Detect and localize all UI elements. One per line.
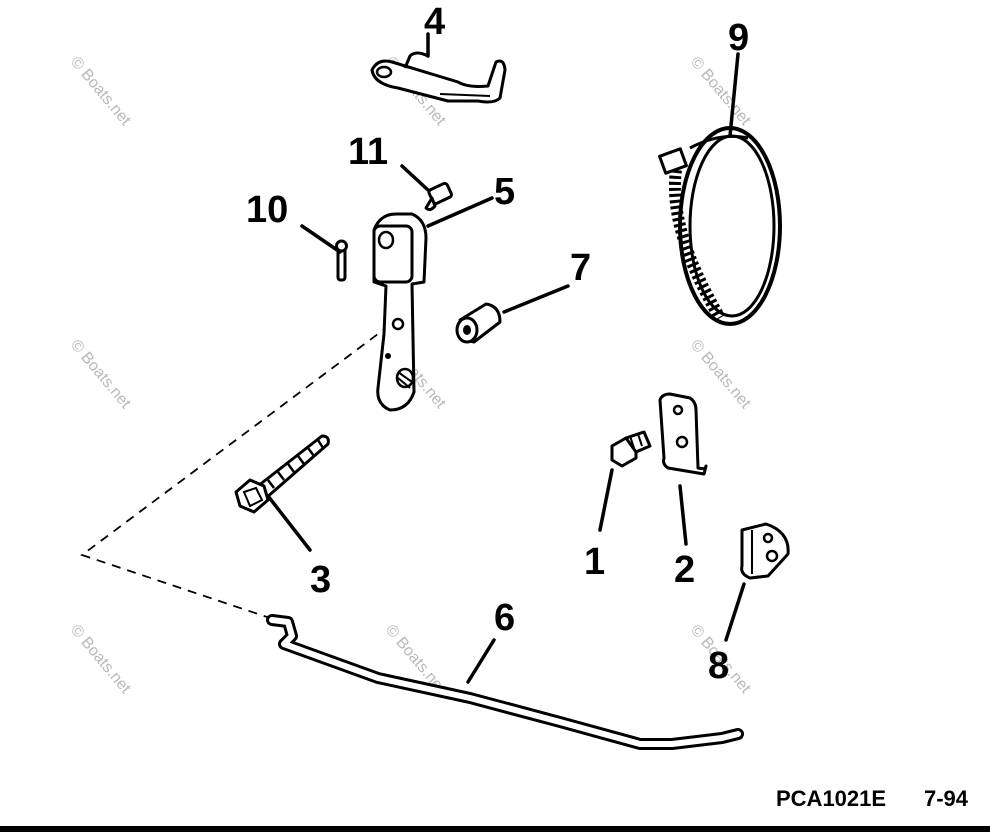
- watermark: © Boats.net: [687, 337, 754, 413]
- part-code: PCA1021E: [776, 786, 886, 811]
- footer: PCA1021E 7-94: [0, 786, 990, 832]
- part-10-pin: [335, 239, 348, 282]
- part-9-hose-clamp: [658, 126, 782, 326]
- part-3-screw: [234, 434, 330, 514]
- date-code: 7-94: [924, 786, 969, 811]
- watermark: © Boats.net: [67, 622, 134, 698]
- callout-numbers: 4 9 11 5 10 7 3 1 2 8 6: [246, 1, 749, 687]
- watermark: © Boats.net: [67, 337, 134, 413]
- callout-11: 11: [348, 131, 388, 173]
- callout-7: 7: [570, 247, 591, 289]
- callout-1: 1: [584, 541, 605, 583]
- watermark: © Boats.net: [687, 54, 754, 130]
- callout-9: 9: [728, 17, 749, 59]
- part-2-bracket: [658, 392, 708, 476]
- callout-5: 5: [494, 171, 515, 213]
- callout-10: 10: [246, 189, 288, 231]
- leader-lines: [266, 32, 746, 684]
- callout-3: 3: [310, 559, 331, 601]
- watermark: © Boats.net: [67, 54, 134, 130]
- callout-2: 2: [674, 549, 695, 591]
- callout-4: 4: [424, 1, 445, 43]
- part-11-bolt: [424, 181, 453, 212]
- dashed-assembly-line: [80, 324, 391, 619]
- footer-rule: [0, 826, 990, 832]
- part-1-screw: [610, 430, 652, 468]
- part-6-link-rod: [266, 614, 744, 750]
- part-4-clip: [370, 51, 507, 104]
- part-7-bushing: [455, 302, 502, 344]
- callout-8: 8: [708, 645, 729, 687]
- part-5-lever: [372, 212, 428, 412]
- callout-6: 6: [494, 597, 515, 639]
- part-8-block: [740, 522, 790, 580]
